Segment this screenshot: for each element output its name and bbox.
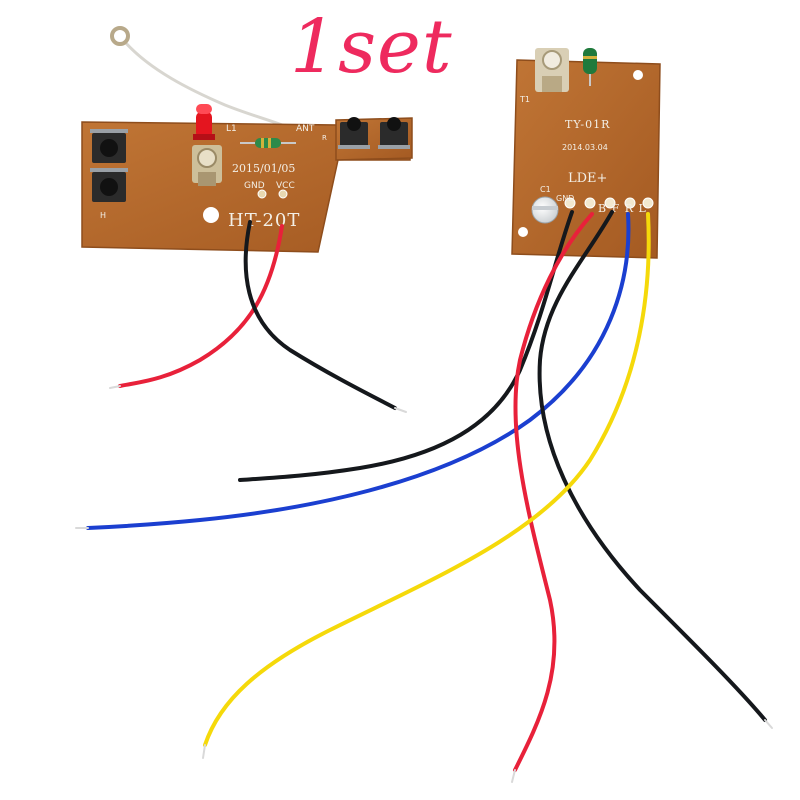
- wires: [75, 210, 773, 783]
- label-ant: ANT: [296, 124, 315, 134]
- label-gnd: GND: [556, 194, 574, 203]
- solder-pad: [278, 189, 288, 199]
- board-model: TY-01R: [565, 118, 610, 131]
- receiver-pcb: [511, 59, 661, 259]
- transmitter-board: L1 ANT R H 2015/01/05 GND VCC HT-20T: [81, 26, 413, 253]
- wire-tip: [202, 744, 206, 759]
- wire-red: [118, 224, 284, 388]
- label-c1: C1: [540, 185, 551, 194]
- inductor: [583, 48, 597, 86]
- solder-pad: [257, 189, 267, 199]
- tuning-coil: [535, 48, 569, 92]
- label-r: R: [322, 134, 327, 142]
- board-date: 2014.03.04: [562, 143, 608, 152]
- label-l1: L1: [226, 124, 237, 134]
- caption-1set: 1set: [290, 4, 453, 90]
- label-t1: T1: [519, 95, 530, 104]
- board-date: 2015/01/05: [232, 162, 295, 175]
- label-pins: B F R L: [598, 202, 647, 215]
- label-lde: LDE+: [568, 171, 607, 186]
- capacitor: [531, 196, 559, 224]
- wire-tip: [511, 769, 516, 783]
- mount-hole: [203, 207, 219, 223]
- tactile-button: [90, 129, 128, 163]
- wire-black: [537, 210, 767, 722]
- tuning-coil: [192, 145, 222, 186]
- mount-hole: [518, 227, 528, 237]
- wire-black: [243, 220, 397, 410]
- wire-yellow: [203, 212, 651, 747]
- inductor: [240, 138, 296, 148]
- tactile-button: [378, 117, 410, 149]
- wire-tip: [394, 407, 407, 413]
- label-h: H: [100, 211, 106, 220]
- wire-tip: [764, 719, 773, 729]
- wire-red: [513, 212, 594, 772]
- wire-tip: [109, 385, 121, 389]
- wire-black: [238, 210, 574, 482]
- antenna-wire: [123, 41, 291, 130]
- mount-hole: [633, 70, 643, 80]
- receiver-board: T1 TY-01R 2014.03.04 LDE+ C1 GND B F R L: [511, 48, 661, 259]
- label-vcc: VCC: [276, 181, 295, 191]
- red-led: [193, 104, 215, 140]
- wire-blue: [86, 212, 631, 530]
- board-model: HT-20T: [228, 210, 300, 231]
- antenna-ring: [110, 26, 130, 46]
- solder-pad-row: [564, 197, 654, 209]
- tactile-button: [90, 168, 128, 202]
- label-gnd: GND: [244, 181, 265, 191]
- tactile-button: [338, 117, 370, 149]
